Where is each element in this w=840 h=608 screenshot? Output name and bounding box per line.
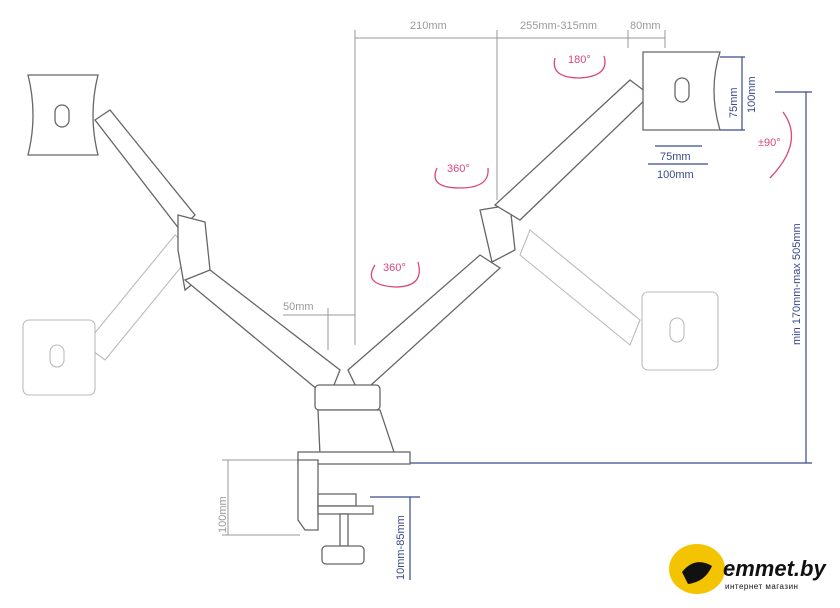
rotation-tilt: ±90° <box>758 137 781 149</box>
clamp-knob <box>321 545 365 565</box>
dim-arm-outer: 255mm-315mm <box>520 20 597 32</box>
dim-height-range: min 170mm-max 505mm <box>791 223 803 345</box>
dim-vesa-v-small: 75mm <box>728 87 740 118</box>
top-dimension-lines <box>222 30 666 536</box>
rotation-head: 180° <box>568 54 591 66</box>
dim-pole-offset: 50mm <box>283 301 314 313</box>
rotation-arm-upper: 360° <box>447 163 470 175</box>
dim-arm-inner: 210mm <box>410 20 447 32</box>
emmet-logo: emmet.by интернет магазин <box>669 544 827 594</box>
ghost-arms <box>22 229 719 396</box>
vesa-plates <box>27 51 721 368</box>
rotation-arrows <box>370 55 792 288</box>
dim-vesa-h-small: 75mm <box>660 151 691 163</box>
rotation-arm-lower: 360° <box>383 262 406 274</box>
dim-head: 80mm <box>630 20 661 32</box>
dim-vesa-v-large: 100mm <box>746 76 758 113</box>
blue-dimension-lines <box>370 56 812 580</box>
dim-desk-thickness: 10mm-85mm <box>395 515 407 580</box>
clamp-plate <box>317 505 374 515</box>
dim-clamp-height: 100mm <box>217 496 229 533</box>
monitor-arm <box>94 79 652 565</box>
logo-name: emmet.by <box>723 556 827 581</box>
clamp-body <box>297 459 319 531</box>
bee-icon <box>682 562 712 584</box>
logo-tagline: интернет магазин <box>725 582 798 591</box>
clamp-top <box>297 451 411 465</box>
pole-base <box>317 409 396 456</box>
dim-vesa-h-large: 100mm <box>657 169 694 181</box>
